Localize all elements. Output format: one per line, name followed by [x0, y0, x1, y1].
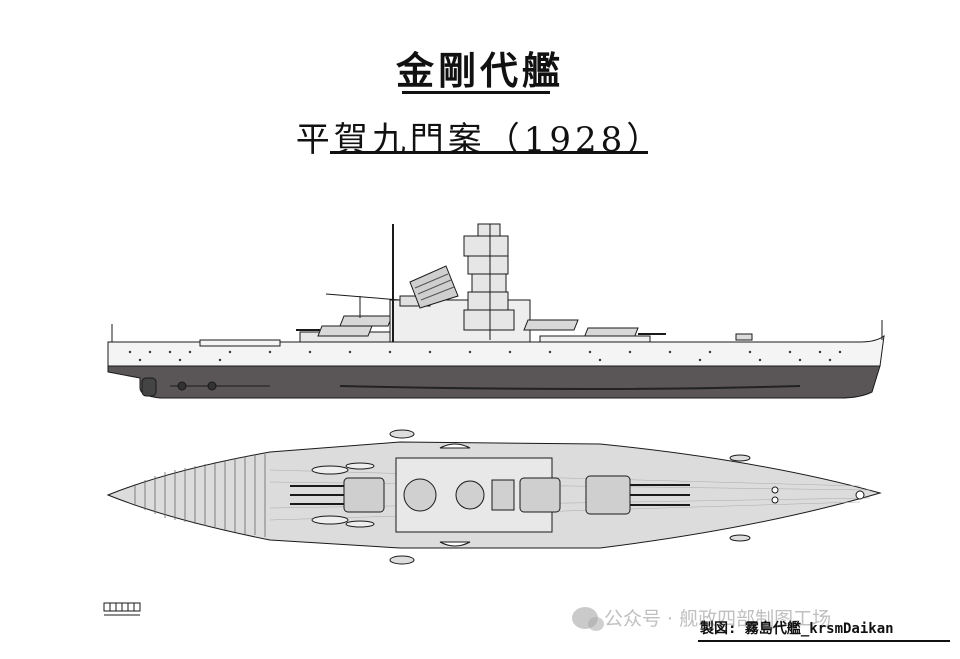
hull-lower — [107, 365, 881, 399]
gun-barrels-top — [290, 484, 690, 506]
drawing-credit: 製図: 霧島代艦_krsmDaikan — [700, 621, 894, 637]
turret-fwd-1 — [523, 319, 579, 331]
hull-upper — [107, 334, 885, 367]
boats — [311, 462, 375, 528]
subtitle-underline — [330, 151, 648, 154]
stern-planking — [134, 454, 266, 537]
turret-aft-1 — [317, 325, 373, 337]
page-title: 金剛代艦 — [395, 48, 564, 93]
credit-underline — [698, 640, 950, 642]
turrets-top — [343, 475, 631, 515]
portholes — [128, 350, 842, 362]
top-view — [106, 429, 882, 565]
side-profile — [107, 223, 885, 399]
title-underline — [402, 91, 550, 94]
pagoda-tower — [463, 223, 515, 331]
wechat-icon — [572, 606, 604, 631]
turret-aft-2 — [339, 315, 393, 327]
watermark: 公众号 · 舰政四部制图工场 — [572, 604, 831, 631]
watermark-text: 公众号 · 舰政四部制图工场 — [604, 608, 832, 630]
scale-bar — [103, 602, 141, 616]
